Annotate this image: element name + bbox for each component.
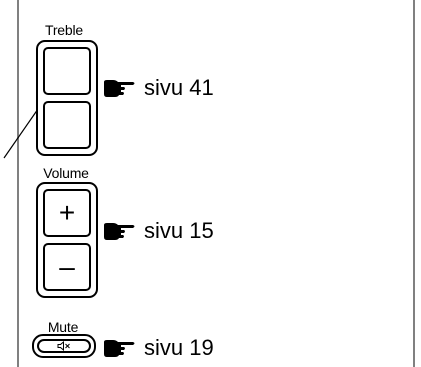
treble-label: Treble [45, 22, 83, 38]
speaker-mute-icon [57, 341, 70, 351]
treble-page-reference: sivu 41 [102, 75, 214, 101]
pointing-hand-icon [104, 340, 135, 357]
treble-up-button[interactable] [43, 47, 91, 95]
mute-button-frame [32, 334, 96, 358]
treble-rocker [36, 40, 98, 156]
leader-line [3, 108, 39, 159]
volume-page-reference: sivu 15 [102, 218, 214, 244]
mute-button[interactable] [37, 339, 91, 353]
volume-up-button[interactable]: + [43, 189, 91, 237]
treble-page-label: sivu 41 [144, 75, 214, 100]
mute-label: Mute [47, 319, 79, 335]
treble-down-button[interactable] [43, 101, 91, 149]
mute-page-reference: sivu 19 [102, 335, 214, 361]
diagram-panel [17, 0, 415, 367]
volume-page-label: sivu 15 [144, 218, 214, 243]
volume-label: Volume [43, 165, 89, 181]
volume-rocker: + – [36, 182, 98, 298]
pointing-hand-icon [104, 80, 135, 97]
mute-page-label: sivu 19 [144, 335, 214, 360]
pointing-hand-icon [104, 223, 135, 240]
volume-down-button[interactable]: – [43, 243, 91, 291]
